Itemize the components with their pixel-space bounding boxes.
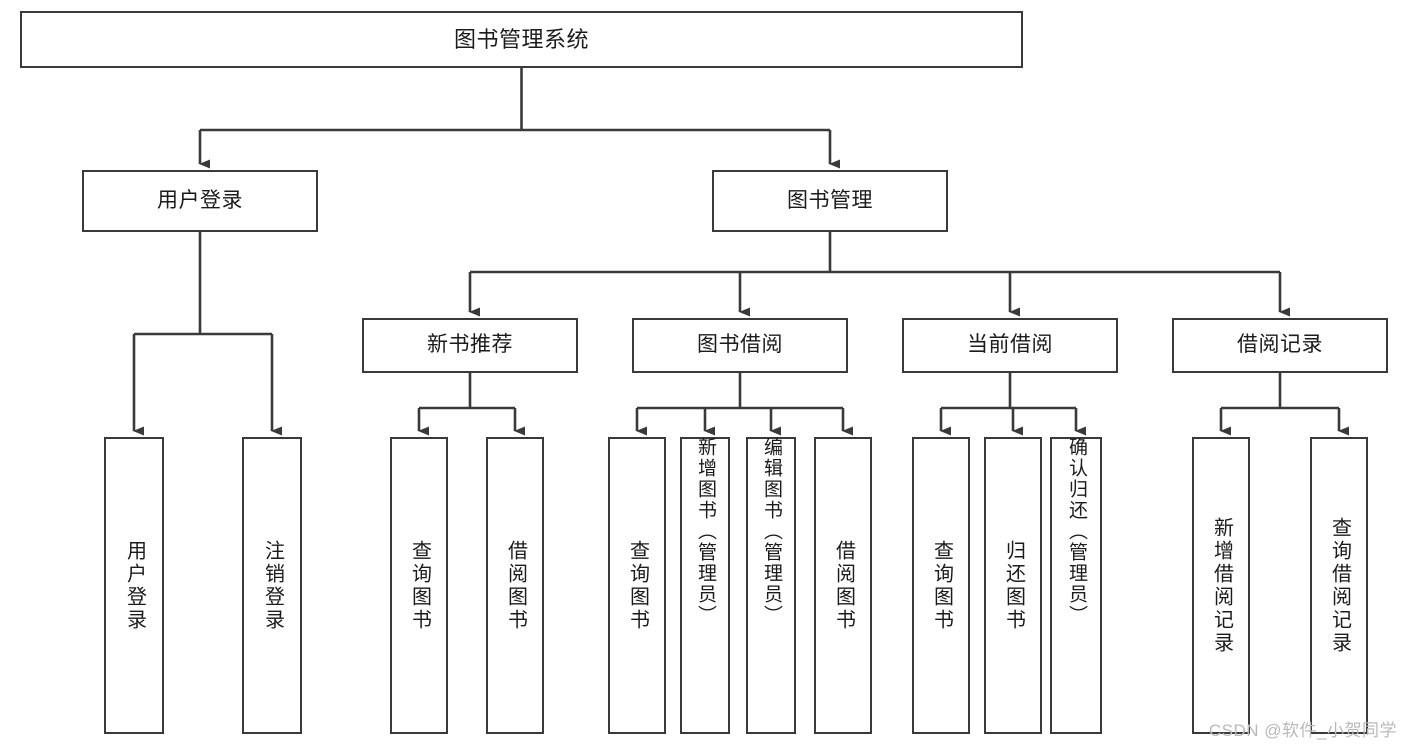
node-leaf-query-book-2[interactable]: 查询图书: [608, 437, 666, 734]
node-leaf-edit-book-label: 编辑图书（管理员）: [760, 437, 782, 626]
node-leaf-borrow-book-1-label: 借阅图书: [504, 539, 527, 632]
node-leaf-query-book-3[interactable]: 查询图书: [912, 437, 970, 734]
node-new-book-recommend-label: 新书推荐: [427, 333, 513, 357]
node-leaf-query-record[interactable]: 查询借阅记录: [1310, 437, 1368, 734]
node-book-manage-label: 图书管理: [787, 188, 873, 212]
node-leaf-query-book-1-label: 查询图书: [408, 539, 431, 632]
node-user-login[interactable]: 用户登录: [82, 170, 318, 232]
node-leaf-borrow-book-2-label: 借阅图书: [832, 539, 855, 632]
node-current-borrow[interactable]: 当前借阅: [902, 318, 1118, 373]
node-new-book-recommend[interactable]: 新书推荐: [362, 318, 578, 373]
node-leaf-user-logout-label: 注销登录: [261, 539, 284, 632]
node-leaf-add-record[interactable]: 新增借阅记录: [1192, 437, 1250, 734]
node-leaf-confirm-return[interactable]: 确认归还（管理员）: [1050, 437, 1102, 734]
node-leaf-query-book-3-label: 查询图书: [930, 539, 953, 632]
node-borrow-record[interactable]: 借阅记录: [1172, 318, 1388, 373]
csdn-watermark: CSDN @软件_小贺同学: [1208, 721, 1397, 740]
node-root[interactable]: 图书管理系统: [20, 11, 1023, 68]
node-leaf-add-record-label: 新增借阅记录: [1210, 516, 1233, 655]
node-book-manage[interactable]: 图书管理: [712, 170, 948, 232]
node-leaf-query-record-label: 查询借阅记录: [1328, 516, 1351, 655]
node-leaf-edit-book[interactable]: 编辑图书（管理员）: [746, 437, 796, 734]
node-book-borrow[interactable]: 图书借阅: [632, 318, 848, 373]
node-leaf-borrow-book-2[interactable]: 借阅图书: [814, 437, 872, 734]
node-current-borrow-label: 当前借阅: [967, 333, 1053, 357]
node-root-label: 图书管理系统: [453, 26, 589, 52]
node-leaf-confirm-return-label: 确认归还（管理员）: [1065, 437, 1087, 626]
node-leaf-add-book-label: 新增图书（管理员）: [694, 437, 716, 626]
node-leaf-query-book-1[interactable]: 查询图书: [390, 437, 448, 734]
node-leaf-query-book-2-label: 查询图书: [626, 539, 649, 632]
node-leaf-user-logout[interactable]: 注销登录: [242, 437, 302, 734]
node-leaf-user-login[interactable]: 用户登录: [104, 437, 164, 734]
node-leaf-return-book[interactable]: 归还图书: [984, 437, 1042, 734]
node-leaf-return-book-label: 归还图书: [1002, 539, 1025, 632]
node-leaf-borrow-book-1[interactable]: 借阅图书: [486, 437, 544, 734]
node-borrow-record-label: 借阅记录: [1237, 333, 1323, 357]
node-leaf-add-book[interactable]: 新增图书（管理员）: [680, 437, 730, 734]
node-leaf-user-login-label: 用户登录: [123, 539, 146, 632]
node-user-login-label: 用户登录: [157, 188, 243, 212]
node-book-borrow-label: 图书借阅: [697, 333, 783, 357]
